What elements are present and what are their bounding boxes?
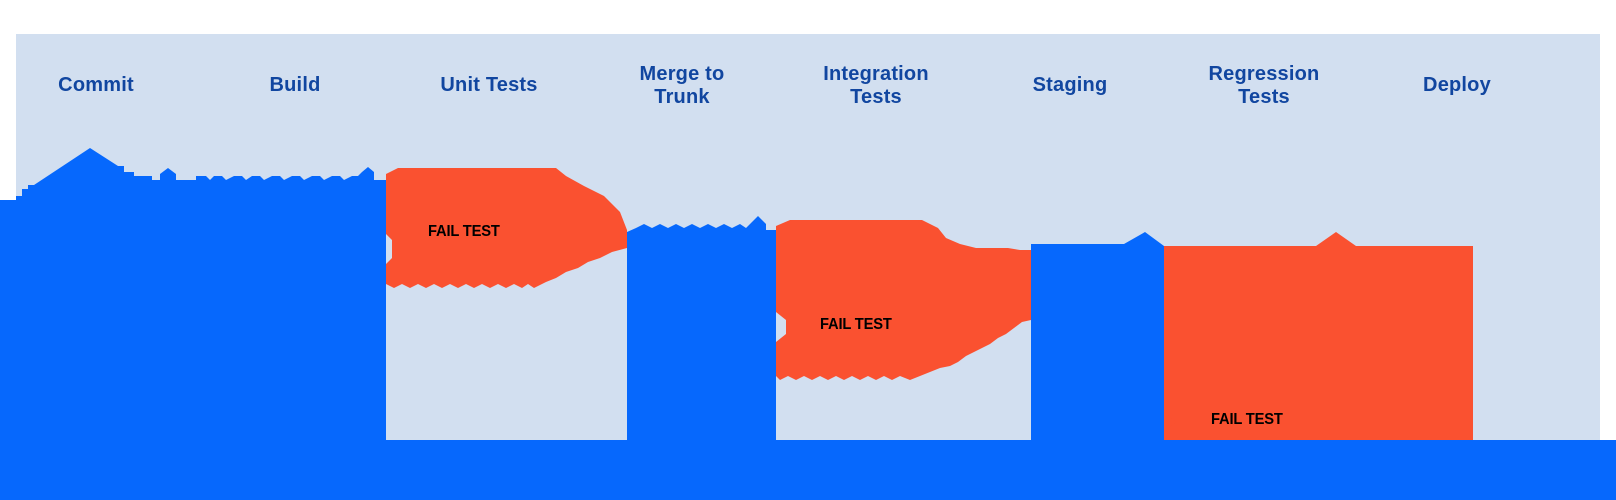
fail-area-regression-tests-path	[1164, 232, 1473, 440]
pass-area-path	[0, 148, 1616, 500]
pass-area-staging-path	[1031, 232, 1164, 440]
fail-area-integration-tests-path	[776, 220, 1031, 380]
fail-area-notch-path	[1164, 412, 1176, 432]
fail-area-unit-tests-path	[386, 168, 627, 288]
pass-area-merge-path	[627, 216, 776, 440]
